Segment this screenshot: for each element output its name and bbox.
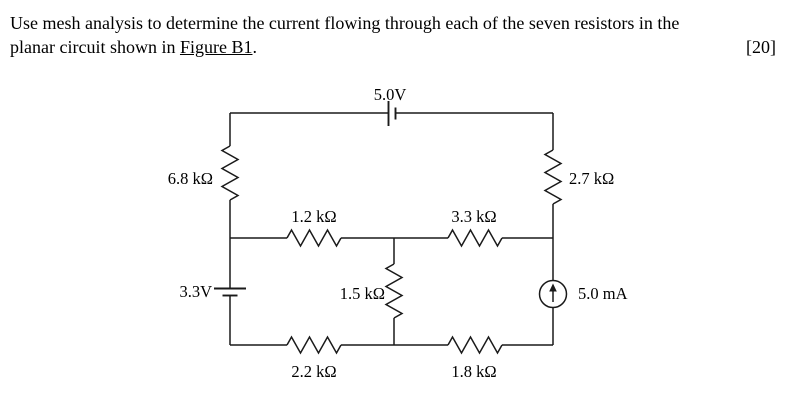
question-line2-text: planar circuit shown in Figure B1. <box>10 35 257 59</box>
resistor-6-8k-label: 6.8 kΩ <box>168 169 213 188</box>
resistor-zigzag <box>543 149 563 205</box>
resistor-2-2k: 2.2 kΩ <box>286 335 342 381</box>
resistor-zigzag <box>447 228 503 248</box>
current-source-circle <box>538 279 568 309</box>
voltage-source-top: 5.0V <box>374 85 407 126</box>
resistor-1-5k-label: 1.5 kΩ <box>340 284 385 303</box>
figure-reference: Figure B1 <box>179 37 253 57</box>
voltage-source-top-label: 5.0V <box>374 85 407 104</box>
resistor-zigzag <box>286 228 342 248</box>
up-arrow-icon <box>549 283 557 292</box>
marks-badge: [20] <box>746 37 776 57</box>
resistor-zigzag <box>447 335 503 355</box>
question-line2-prefix: planar circuit shown in <box>10 37 180 57</box>
resistor-1-5k: 1.5 kΩ <box>340 263 404 319</box>
resistor-1-2k-label: 1.2 kΩ <box>291 207 336 226</box>
resistor-2-7k: 2.7 kΩ <box>543 149 614 205</box>
resistor-1-8k-label: 1.8 kΩ <box>451 362 496 381</box>
question-line2-suffix: . <box>252 37 257 57</box>
question-text-line1: Use mesh analysis to determine the curre… <box>10 13 680 33</box>
wire-segments <box>229 112 554 346</box>
voltage-source-left: 3.3V <box>179 282 246 301</box>
question-block: Use mesh analysis to determine the curre… <box>10 11 776 59</box>
resistor-3-3k-label: 3.3 kΩ <box>451 207 496 226</box>
resistor-2-2k-label: 2.2 kΩ <box>291 362 336 381</box>
resistor-6-8k: 6.8 kΩ <box>168 145 240 201</box>
resistor-1-8k: 1.8 kΩ <box>447 335 503 381</box>
voltage-source-left-label: 3.3V <box>179 282 212 301</box>
current-source-label: 5.0 mA <box>578 284 628 303</box>
resistor-zigzag <box>384 263 404 319</box>
question-text-line2: planar circuit shown in Figure B1. [20] <box>10 35 776 59</box>
resistor-zigzag <box>220 145 240 201</box>
resistor-2-7k-label: 2.7 kΩ <box>569 169 614 188</box>
resistor-zigzag <box>286 335 342 355</box>
resistor-3-3k: 3.3 kΩ <box>447 207 503 248</box>
resistor-1-2k: 1.2 kΩ <box>286 207 342 248</box>
wires <box>229 112 554 346</box>
current-source-5ma: 5.0 mA <box>538 279 628 309</box>
